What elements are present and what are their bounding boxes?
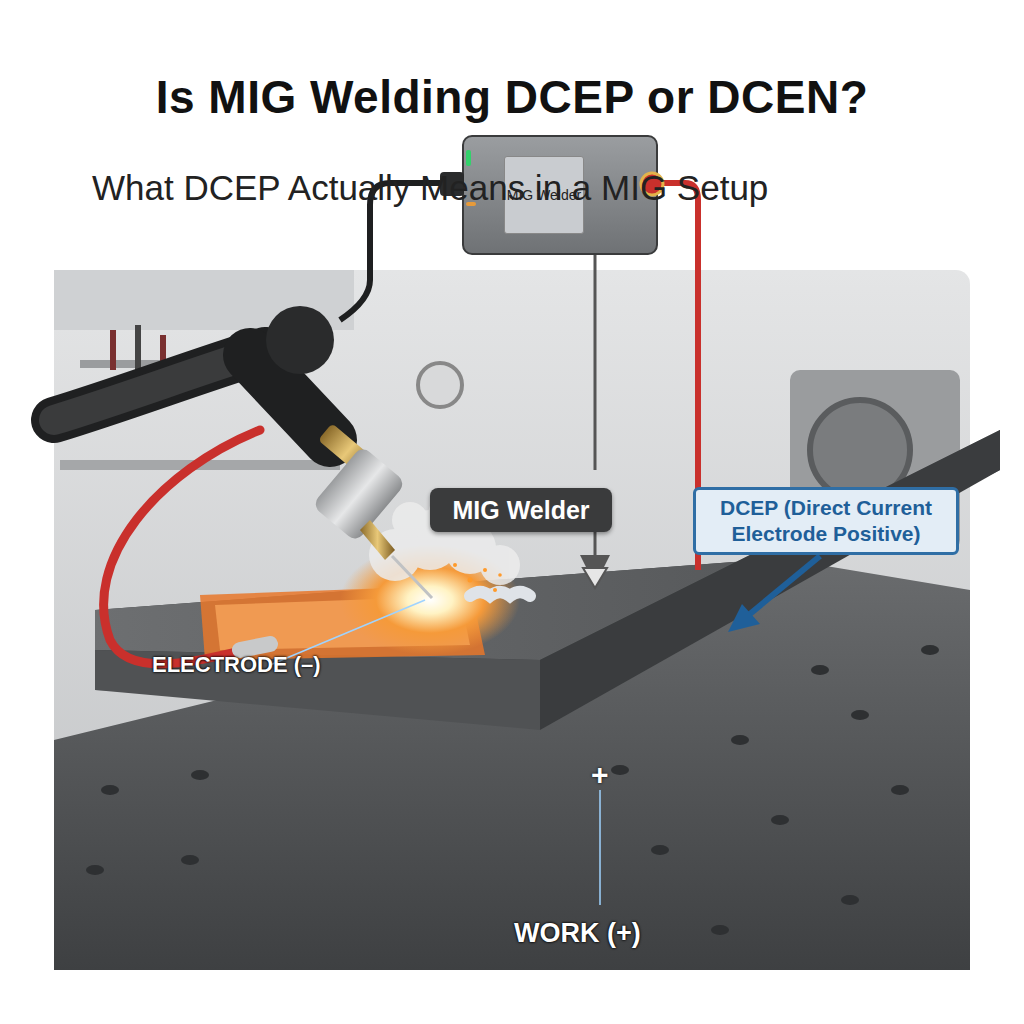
electrode-label: ELECTRODE (–) <box>152 652 321 678</box>
subtitle: What DCEP Actually Means in a MIG Setup <box>92 168 768 208</box>
work-label: WORK (+) <box>514 918 641 949</box>
diagram-title: Is MIG Welding DCEP or DCEN? <box>0 70 1024 124</box>
welder-tag: MIG Welder <box>430 488 612 532</box>
node-text: DCEP (Direct Current Electrode Positive) <box>704 495 948 548</box>
node-text: MIG Welder <box>452 496 589 525</box>
polarity-sign: + <box>591 758 609 792</box>
dcep-callout: DCEP (Direct Current Electrode Positive) <box>693 487 959 555</box>
